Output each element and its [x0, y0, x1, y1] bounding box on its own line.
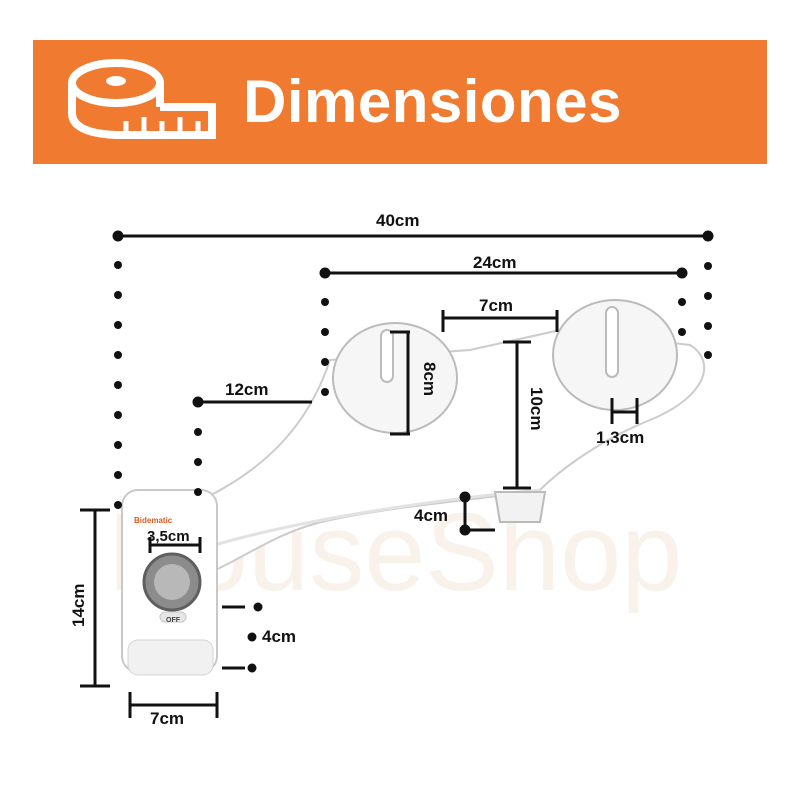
dim-nozzle: 4cm [414, 506, 449, 525]
dim-panel-width: 7cm [150, 709, 185, 728]
brand-label: Bidematic [134, 516, 173, 525]
dim-arm-height: 12cm [225, 380, 269, 399]
dim-panel-height: 14cm [69, 583, 88, 627]
nozzle [493, 491, 547, 523]
title-banner [33, 40, 767, 164]
dim-plate-spacing: 24cm [473, 253, 517, 272]
knob-off-label: OFF [166, 617, 180, 624]
dim-plate-diameter: 8cm [420, 362, 439, 397]
dim-depth: 10cm [527, 387, 546, 431]
dim-slot-width: 1,3cm [596, 428, 645, 447]
dim-knob: 3,5cm [147, 528, 190, 545]
page-title: Dimensiones [243, 68, 622, 135]
dim-total-length: 40cm [376, 211, 420, 230]
dim-plate-gap: 7cm [479, 296, 514, 315]
measuring-tape-icon [68, 59, 216, 139]
dim-panel-thickness: 4cm [262, 627, 297, 646]
